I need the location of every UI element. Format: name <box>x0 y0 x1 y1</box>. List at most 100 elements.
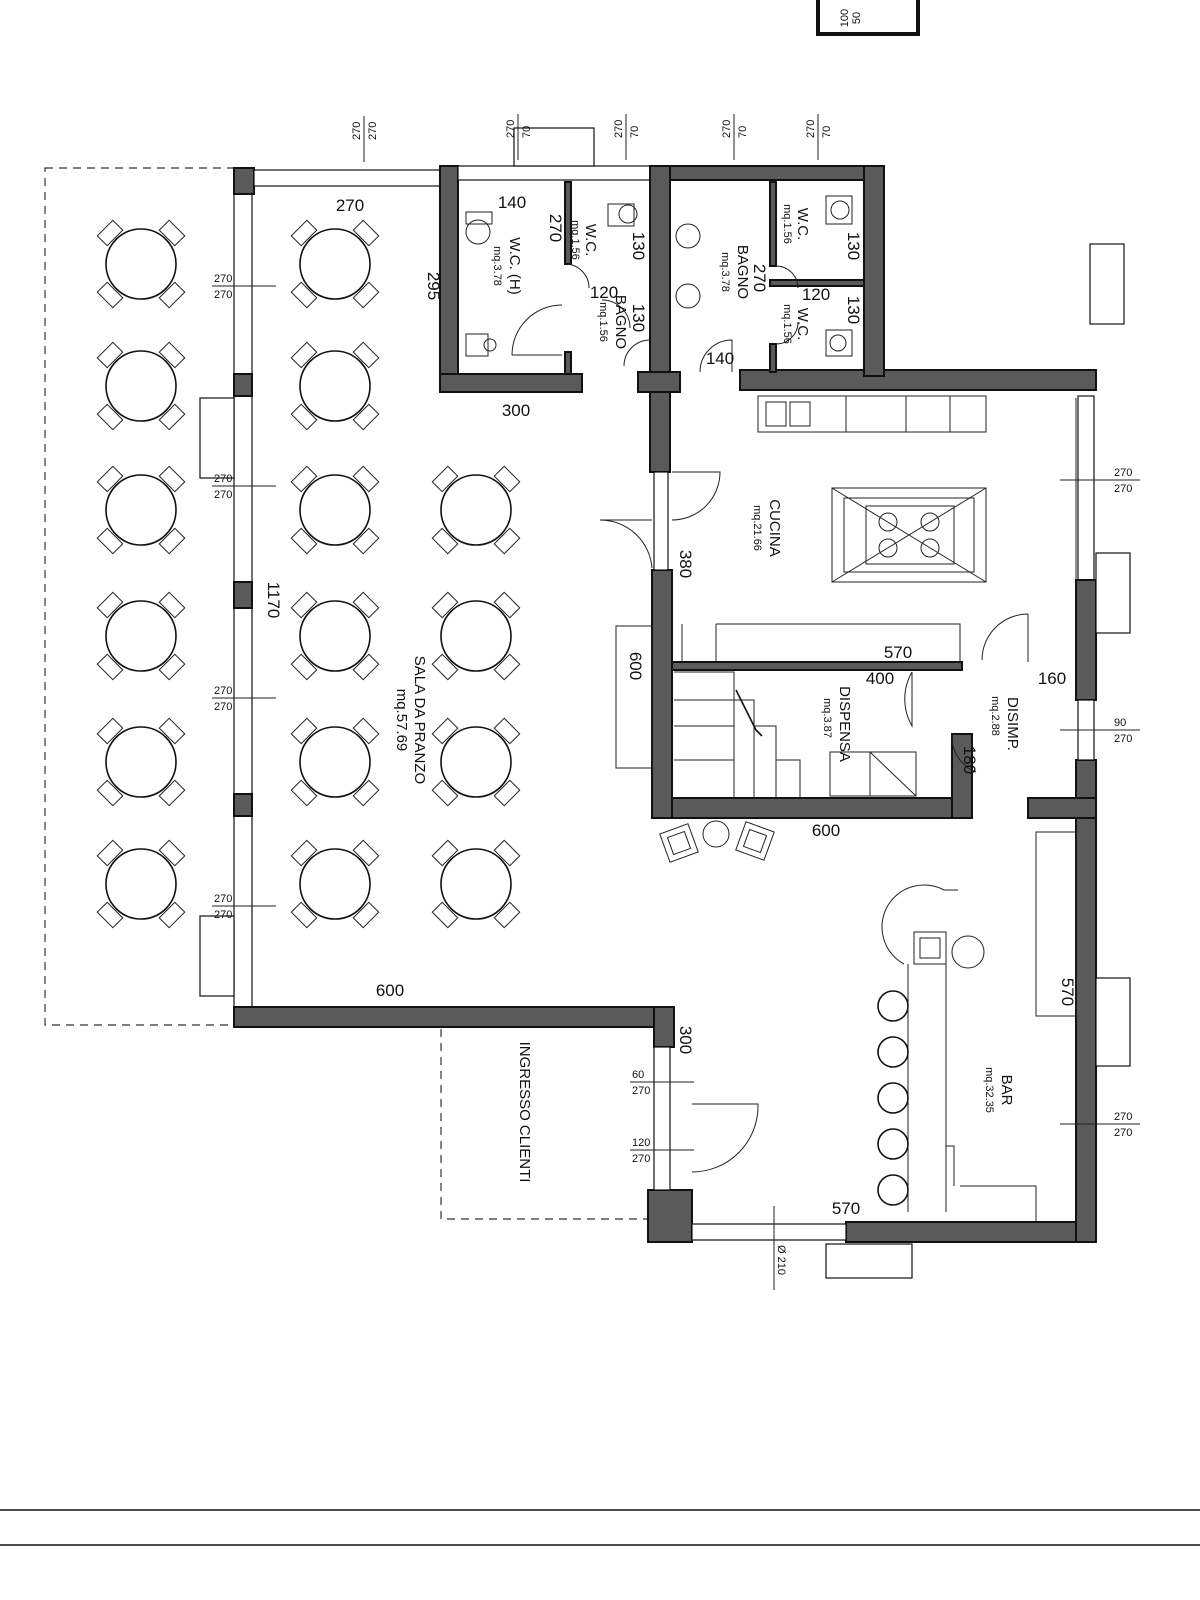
opening-width: 270 <box>214 909 232 921</box>
lounge-chairs <box>659 820 775 863</box>
dim-dispensa-top: 570 <box>884 643 912 662</box>
room-area-bagno-left: mq.1.56 <box>597 302 609 342</box>
dining-table <box>290 839 380 929</box>
opening-width: 270 <box>214 489 232 501</box>
dining-table <box>290 591 380 681</box>
room-label-wc-h: W.C. (H) <box>506 237 523 295</box>
room-area-bar: mq.32.35 <box>983 1067 995 1113</box>
room-label-wc-bottom-right: W.C. <box>794 308 811 341</box>
room-label-bagno-right: BAGNO <box>734 245 751 299</box>
bar-stools <box>877 990 909 1206</box>
dim-diameter: Ø 210 <box>775 1245 787 1275</box>
room-area-cucina: mq.21.66 <box>751 505 763 551</box>
dim-wc-small-w: 270 <box>546 214 565 242</box>
room-label-wc-top-right: W.C. <box>794 208 811 241</box>
opening-height: 270 <box>1114 467 1132 479</box>
room-label-disimp: DISIMP. <box>1004 697 1021 751</box>
room-area-sala: mq.57.69 <box>393 689 410 752</box>
room-label-wc-small-left: W.C. <box>582 224 599 257</box>
dining-table <box>290 717 380 807</box>
dim-wc-height: 295 <box>424 272 443 300</box>
room-area-wc-small-left: mq.1.56 <box>569 220 581 260</box>
room-area-wc-bottom-right: mq.1.56 <box>781 304 793 344</box>
grilles <box>199 127 1131 1279</box>
bar-stool <box>877 990 909 1022</box>
bar-stool <box>877 1174 909 1206</box>
opening-height: 270 <box>505 120 517 138</box>
opening-width: 270 <box>214 701 232 713</box>
dim-wc-bottom-right-w: 120 <box>802 285 830 304</box>
walls <box>233 165 1097 1243</box>
room-area-dispensa: mq.3.87 <box>821 698 833 738</box>
opening-height: 270 <box>214 473 232 485</box>
dim-wc-top-right-h: 130 <box>844 232 863 260</box>
dining-table <box>96 219 186 309</box>
dining-table <box>290 219 380 309</box>
dining-table <box>96 839 186 929</box>
dining-table <box>431 591 521 681</box>
dim-wc-bottom: 300 <box>502 401 530 420</box>
opening-height: 270 <box>721 120 733 138</box>
dim-bagno-right-h: 270 <box>750 264 769 292</box>
dining-table <box>290 341 380 431</box>
dim-sala-bottom: 600 <box>376 981 404 1000</box>
room-area-disimp: mq.2.88 <box>989 696 1001 736</box>
dim-dispensa-inner: 400 <box>866 669 894 688</box>
dining-table <box>96 591 186 681</box>
dining-table <box>290 465 380 555</box>
bar-stool <box>877 1128 909 1160</box>
opening-height: 270 <box>214 893 232 905</box>
dim-bagno-left-h: 130 <box>629 304 648 332</box>
opening-width: 270 <box>632 1085 650 1097</box>
room-label-bagno-left: BAGNO <box>612 295 629 349</box>
opening-width: 70 <box>821 126 833 138</box>
opening-fractions: 2702702702702702702702702702709027027027… <box>212 114 1140 1165</box>
opening-height: 270 <box>351 122 363 140</box>
opening-label-top-d: 270 70 <box>721 114 749 160</box>
dim-stair-length: 600 <box>626 652 645 680</box>
room-label-cucina: CUCINA <box>766 499 783 557</box>
opening-height: 270 <box>214 685 232 697</box>
dining-table <box>96 465 186 555</box>
dining-table <box>431 839 521 929</box>
top-box-label-b: 50 <box>851 12 863 24</box>
kitchen-fixtures <box>599 395 1077 769</box>
dim-entry-wall: 300 <box>676 1026 695 1054</box>
opening-width: 70 <box>737 126 749 138</box>
room-label-ingresso: INGRESSO CLIENTI <box>516 1042 533 1183</box>
opening-width: 270 <box>632 1153 650 1165</box>
opening-width: 270 <box>1114 483 1132 495</box>
dim-bar-bottom: 570 <box>832 1199 860 1218</box>
dim-dispensa-bottom: 600 <box>812 821 840 840</box>
dim-wc-small-h: 130 <box>629 232 648 260</box>
dining-tables <box>96 219 521 929</box>
room-area-bagno-right: mq.3.78 <box>719 252 731 292</box>
dim-sala-top: 270 <box>336 196 364 215</box>
entry-outline <box>440 1029 648 1220</box>
dispensa-stairs <box>674 671 977 798</box>
dim-disimp-h: 180 <box>960 746 979 774</box>
room-area-wc-h: mq.3.78 <box>491 246 503 286</box>
opening-height: 120 <box>632 1137 650 1149</box>
dim-wc-bottom-right-h: 130 <box>844 296 863 324</box>
restroom-block <box>465 195 853 373</box>
opening-height: 270 <box>214 273 232 285</box>
dining-table <box>96 717 186 807</box>
dining-table <box>431 717 521 807</box>
opening-height: 270 <box>1114 1111 1132 1123</box>
opening-width: 270 <box>214 289 232 301</box>
dining-table <box>96 341 186 431</box>
